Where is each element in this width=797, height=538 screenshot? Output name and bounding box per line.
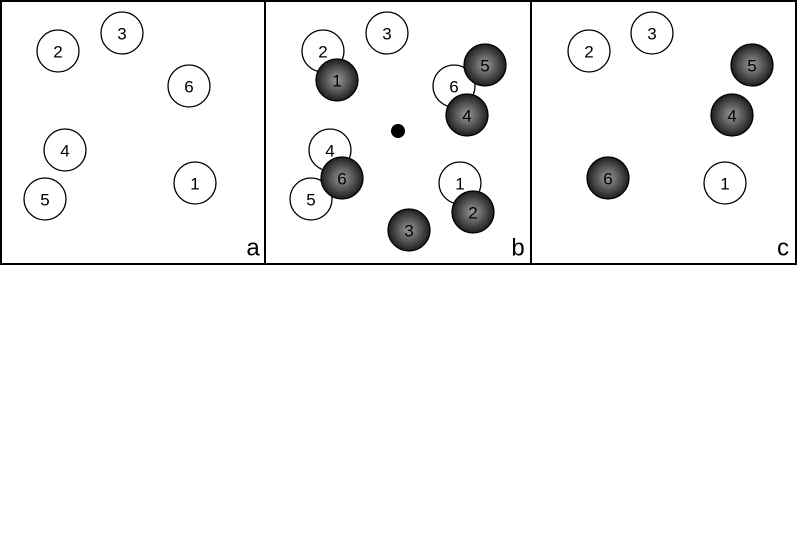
- circle-b-3-filled: 3: [387, 208, 431, 252]
- circle-a-2-open: 2: [36, 29, 80, 73]
- circle-label: 6: [449, 78, 458, 97]
- filled-circle: [315, 58, 359, 102]
- circle-label: 3: [404, 222, 413, 241]
- circle-c-1-open: 1: [703, 161, 747, 205]
- open-circle: [100, 11, 144, 55]
- circle-label: 3: [382, 25, 391, 44]
- filled-circle: [320, 156, 364, 200]
- circle-label: 4: [727, 107, 736, 126]
- panel-letter-c: c: [777, 235, 789, 262]
- panel-a: 2 3 6 4 5 1 a: [0, 0, 266, 265]
- open-circle: [289, 177, 333, 221]
- circle-c-6-filled: 6: [586, 156, 630, 200]
- circle-label: 1: [190, 175, 199, 194]
- circle-label: 4: [325, 142, 334, 161]
- filled-circle: [445, 93, 489, 137]
- panel-letter-a: a: [246, 235, 260, 262]
- open-circle: [567, 29, 611, 73]
- filled-circle: [463, 43, 507, 87]
- circle-label: 5: [747, 57, 756, 76]
- circle-b-2-filled: 2: [451, 190, 495, 234]
- open-circle: [365, 11, 409, 55]
- open-circle: [167, 64, 211, 108]
- open-circle: [36, 29, 80, 73]
- circle-label: 4: [60, 142, 69, 161]
- circle-label: 6: [184, 78, 193, 97]
- open-circle: [43, 128, 87, 172]
- center-dot: [391, 124, 405, 138]
- circle-label: 2: [584, 43, 593, 62]
- circle-b-3-open: 3: [365, 11, 409, 55]
- circle-label: 6: [603, 170, 612, 189]
- circle-b-5-open: 5: [289, 177, 333, 221]
- circle-label: 6: [337, 170, 346, 189]
- panel-letter-b: b: [511, 235, 524, 262]
- circle-c-4-filled: 4: [710, 93, 754, 137]
- filled-circle: [710, 93, 754, 137]
- circle-a-3-open: 3: [100, 11, 144, 55]
- filled-circle: [387, 208, 431, 252]
- circle-label: 1: [332, 72, 341, 91]
- circle-b-6-filled: 6: [320, 156, 364, 200]
- circle-label: 5: [480, 57, 489, 76]
- open-circle: [23, 177, 67, 221]
- filled-circle: [586, 156, 630, 200]
- circle-b-4-filled: 4: [445, 93, 489, 137]
- panel-c: 2 3 1 5 4 6 c: [530, 0, 797, 265]
- circle-label: 1: [720, 175, 729, 194]
- circle-label: 3: [647, 25, 656, 44]
- circle-label: 2: [53, 43, 62, 62]
- circle-label: 4: [462, 107, 471, 126]
- circle-label: 1: [455, 175, 464, 194]
- open-circle: [703, 161, 747, 205]
- circle-a-5-open: 5: [23, 177, 67, 221]
- circle-label: 5: [40, 191, 49, 210]
- circle-c-2-open: 2: [567, 29, 611, 73]
- circle-b-1-filled: 1: [315, 58, 359, 102]
- circle-label: 2: [468, 204, 477, 223]
- circle-b-5-filled: 5: [463, 43, 507, 87]
- open-circle: [630, 11, 674, 55]
- open-circle: [173, 161, 217, 205]
- circle-c-5-filled: 5: [730, 43, 774, 87]
- filled-circle: [451, 190, 495, 234]
- circle-c-3-open: 3: [630, 11, 674, 55]
- filled-circle: [730, 43, 774, 87]
- circle-a-4-open: 4: [43, 128, 87, 172]
- circle-label: 5: [306, 191, 315, 210]
- circle-label: 2: [318, 43, 327, 62]
- circle-label: 3: [117, 25, 126, 44]
- circle-a-6-open: 6: [167, 64, 211, 108]
- circle-a-1-open: 1: [173, 161, 217, 205]
